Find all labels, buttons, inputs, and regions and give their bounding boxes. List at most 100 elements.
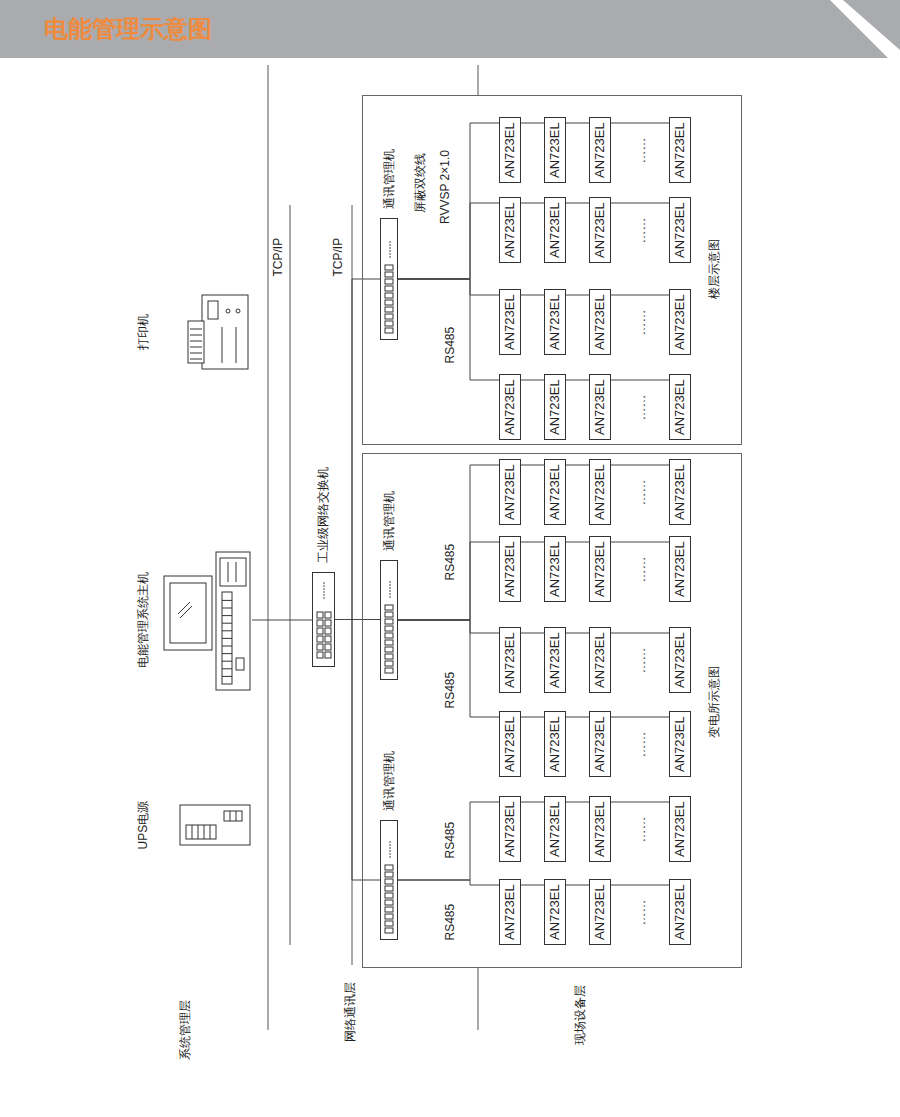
meter-box: AN723EL [544,459,566,525]
connector [566,717,589,718]
printer: 打印机 [136,287,252,377]
connector [566,885,589,886]
node-label: AN723EL [502,464,518,520]
meter-box: AN723EL [499,374,521,440]
connector [398,123,499,279]
comm-manager-icon [381,559,399,679]
meter-box: AN723EL [669,879,691,945]
connector [398,620,499,717]
connector [521,295,544,296]
connector [521,203,544,204]
node-label: AN723EL [547,202,563,258]
connector [611,633,669,634]
connector [521,633,544,634]
layer-label: 现场设备层 [573,984,588,1046]
meter-box: AN723EL [589,711,611,777]
node-label: 楼层示意图 [707,239,722,299]
meter-box: AN723EL [589,374,611,440]
area-frame: 楼层示意图 通讯管理机 AN723EL AN723EL AN723EL AN723EL AN… [362,95,742,445]
connector [611,203,669,204]
layer-label: 系统管理层 [178,999,193,1061]
node-label: 通讯管理机 [382,149,397,209]
node-label: UPS电源 [136,801,151,850]
connector [398,802,499,880]
node-label: AN723EL [502,379,518,435]
node-label: AN723EL [592,122,608,178]
node-label: AN723EL [672,464,688,520]
ellipsis: …… [633,556,648,584]
connector [566,295,589,296]
meter-box: AN723EL [589,796,611,862]
comm-manager-icon [381,819,399,939]
ups-power: UPS电源 [136,785,252,865]
node-label: AN723EL [672,122,688,178]
node-label: AN723EL [547,632,563,688]
meter-box: AN723EL [544,627,566,693]
meter-box: AN723EL [499,879,521,945]
node-label: AN723EL [592,716,608,772]
connector [521,717,544,718]
connector [398,542,499,620]
node-label: AN723EL [592,541,608,597]
meter-box: AN723EL [589,289,611,355]
node-label: AN723EL [672,716,688,772]
node-label: AN723EL [502,716,518,772]
ellipsis: …… [633,137,648,165]
node-label: AN723EL [592,379,608,435]
page-title: 电能管理示意图 [44,14,212,44]
meter-box: AN723EL [499,289,521,355]
node-label: AN723EL [502,884,518,940]
cable-label: 屏蔽双绞线 [413,152,428,214]
connector [398,620,499,633]
meter-box: AN723EL [499,711,521,777]
meter-box: AN723EL [669,197,691,263]
connector [611,380,669,381]
comm-manager-icon [381,217,399,339]
node-label: AN723EL [592,294,608,350]
comm-manager: 通讯管理机 [380,820,398,940]
node-label: 打印机 [136,314,151,350]
connector [611,123,669,124]
host-computer-icon [136,550,252,690]
node-label: AN723EL [672,632,688,688]
meter-box: AN723EL [589,536,611,602]
connector [398,279,499,380]
connector [611,542,669,543]
node-label: 工业级网络交换机 [316,467,331,563]
ellipsis: …… [633,647,648,675]
connector [521,885,544,886]
connector [566,380,589,381]
ups-power-icon [136,785,252,865]
connector [566,542,589,543]
connector [521,465,544,466]
node-label: AN723EL [547,122,563,178]
node-label: AN723EL [672,801,688,857]
node-label: AN723EL [672,541,688,597]
meter-box: AN723EL [544,289,566,355]
meter-box: AN723EL [499,796,521,862]
node-label: AN723EL [502,294,518,350]
network-switch-icon [313,571,336,666]
connector [611,295,669,296]
ellipsis: …… [633,479,648,507]
node-label: AN723EL [547,379,563,435]
node-label: AN723EL [502,541,518,597]
node-label: AN723EL [547,884,563,940]
bus-label: RS485 [443,326,458,365]
meter-box: AN723EL [669,459,691,525]
network-switch: 工业级网络交换机 [312,572,335,667]
node-label: AN723EL [502,801,518,857]
node-label: AN723EL [672,202,688,258]
connector [611,465,669,466]
meter-box: AN723EL [544,117,566,183]
connector [611,885,669,886]
meter-box: AN723EL [499,536,521,602]
meter-box: AN723EL [544,536,566,602]
node-label: AN723EL [672,379,688,435]
label-layer: 系统管理层网络通讯层现场设备层TCP/IPTCP/IP屏蔽双绞线RVVSP 2×… [0,60,900,1117]
connector [398,279,499,295]
meter-box: AN723EL [669,627,691,693]
node-label: 变电所示意图 [707,666,722,738]
meter-box: AN723EL [589,197,611,263]
title-bar: 电能管理示意图 [0,0,900,58]
